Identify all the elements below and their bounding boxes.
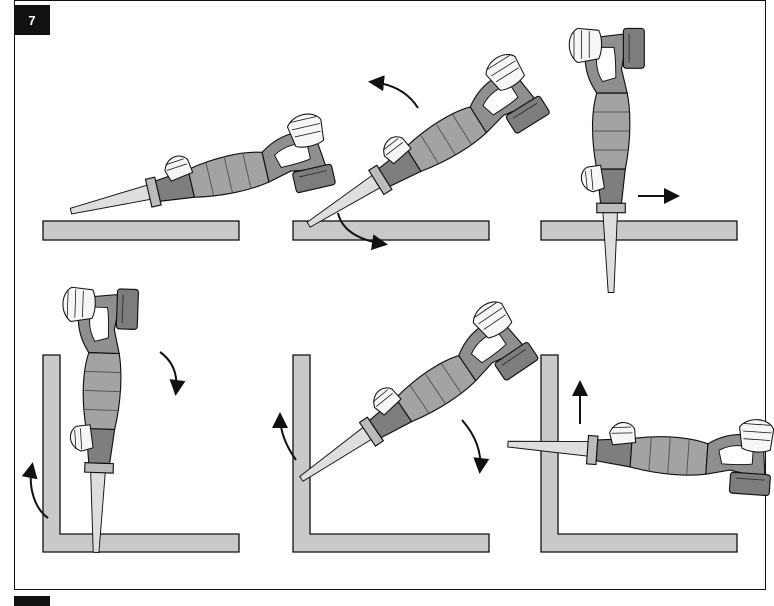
panel-4-swing-arrow-icon [160, 352, 176, 392]
panel-2-rotate-plunge [286, 49, 550, 253]
panel-2-workpiece [293, 221, 489, 240]
panel-3-workpiece [541, 221, 737, 240]
panel-1-workpiece [43, 221, 239, 240]
panel-5-down-arrow-icon [462, 420, 480, 470]
panel-5-saw-icon [278, 297, 539, 507]
panel-3-saw-icon [569, 28, 644, 292]
panel-2-rotate-arrow-icon [372, 82, 418, 108]
panel-4-corner-wall [43, 355, 239, 552]
panel-4-vertical-corner [31, 287, 239, 554]
panel-5-angled-corner [278, 297, 539, 552]
panel-4-saw-icon [54, 287, 138, 554]
panel-6-horizontal-corner [506, 355, 774, 552]
panel-1-angled-start [43, 111, 336, 244]
panel-3-vertical-plunge [541, 28, 737, 292]
